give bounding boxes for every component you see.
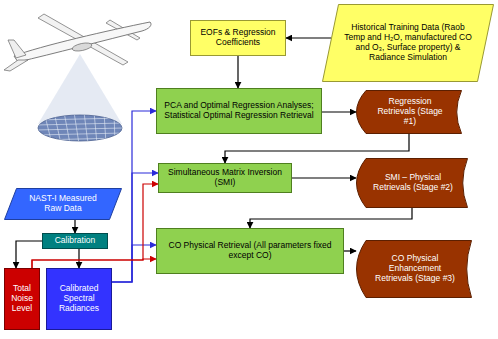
grid-line bbox=[104, 112, 106, 144]
flow-arrow bbox=[78, 249, 79, 268]
grid-line bbox=[36, 123, 124, 125]
stored-data: CO Physical Enhancement Retrievals (Stag… bbox=[356, 240, 472, 298]
flow-arrow bbox=[322, 111, 356, 112]
flow-arrow bbox=[292, 177, 356, 178]
tail-fin bbox=[8, 40, 26, 58]
flow-arrow bbox=[112, 245, 156, 282]
stored-data-shape bbox=[357, 91, 462, 134]
node-label: CO Physical Enhancement Retrievals (Stag… bbox=[371, 254, 459, 283]
node-label: PCA and Optimal Regression Analyses; Sta… bbox=[160, 101, 318, 121]
input-data: NAST-I Measured Raw Data bbox=[4, 188, 122, 220]
flow-arrow bbox=[225, 134, 409, 163]
grid-line bbox=[36, 133, 124, 135]
grid-line bbox=[44, 112, 52, 144]
data-box: Calibrated Spectral Radiances bbox=[46, 268, 112, 330]
input-data-shape bbox=[323, 5, 494, 82]
instrument-pod bbox=[71, 41, 92, 52]
flow-arrow bbox=[112, 111, 156, 282]
process-box: PCA and Optimal Regression Analyses; Sta… bbox=[156, 88, 322, 134]
process-box: CO Physical Retrieval (All parameters fi… bbox=[156, 228, 344, 274]
grid-line bbox=[94, 112, 97, 144]
node-label: Simultaneous Matrix Inversion (SMI) bbox=[162, 168, 288, 188]
stored-data-shape bbox=[357, 159, 468, 208]
flow-arrow bbox=[74, 220, 75, 233]
fuselage bbox=[14, 22, 151, 62]
flow-arrow bbox=[16, 241, 42, 268]
input-data: Historical Training Data (Raob Temp and … bbox=[322, 4, 494, 82]
node-label: SMI – Physical Retrievals (Stage #2) bbox=[371, 173, 455, 193]
tail-plane bbox=[4, 60, 28, 71]
scan-cone bbox=[38, 54, 122, 124]
footprint-grid bbox=[36, 112, 124, 144]
grid-line bbox=[36, 118, 124, 120]
node-label: Historical Training Data (Raob Temp and … bbox=[343, 23, 473, 62]
node-label: NAST-I Measured Raw Data bbox=[21, 194, 105, 214]
process-box: EOFs & Regression Coefficients bbox=[190, 20, 286, 56]
node-label: EOFs & Regression Coefficients bbox=[194, 28, 282, 48]
node-label: Regression Retrievals (Stage #1) bbox=[371, 97, 449, 126]
flow-arrow bbox=[344, 250, 356, 251]
node-label: Total Noise Level bbox=[8, 284, 36, 313]
flow-arrow bbox=[32, 259, 156, 268]
flow-arrow bbox=[250, 208, 412, 228]
flow-arrow bbox=[237, 56, 238, 88]
node-label: CO Physical Retrieval (All parameters fi… bbox=[160, 241, 340, 261]
grid-line bbox=[36, 128, 124, 130]
process-box: Simultaneous Matrix Inversion (SMI) bbox=[158, 163, 292, 193]
flow-arrow bbox=[112, 173, 158, 282]
process-box: Calibration bbox=[42, 233, 108, 249]
stored-data-shape bbox=[357, 241, 472, 298]
grid-line bbox=[84, 112, 88, 144]
stored-data: Regression Retrievals (Stage #1) bbox=[356, 90, 462, 134]
flow-arrow bbox=[286, 37, 331, 38]
grid-line bbox=[36, 138, 124, 140]
node-label: Calibration bbox=[55, 236, 96, 246]
data-box: Total Noise Level bbox=[4, 268, 40, 330]
node-label: Calibrated Spectral Radiances bbox=[50, 284, 108, 313]
stored-data: SMI – Physical Retrievals (Stage #2) bbox=[356, 158, 468, 208]
input-data-shape bbox=[5, 189, 122, 220]
